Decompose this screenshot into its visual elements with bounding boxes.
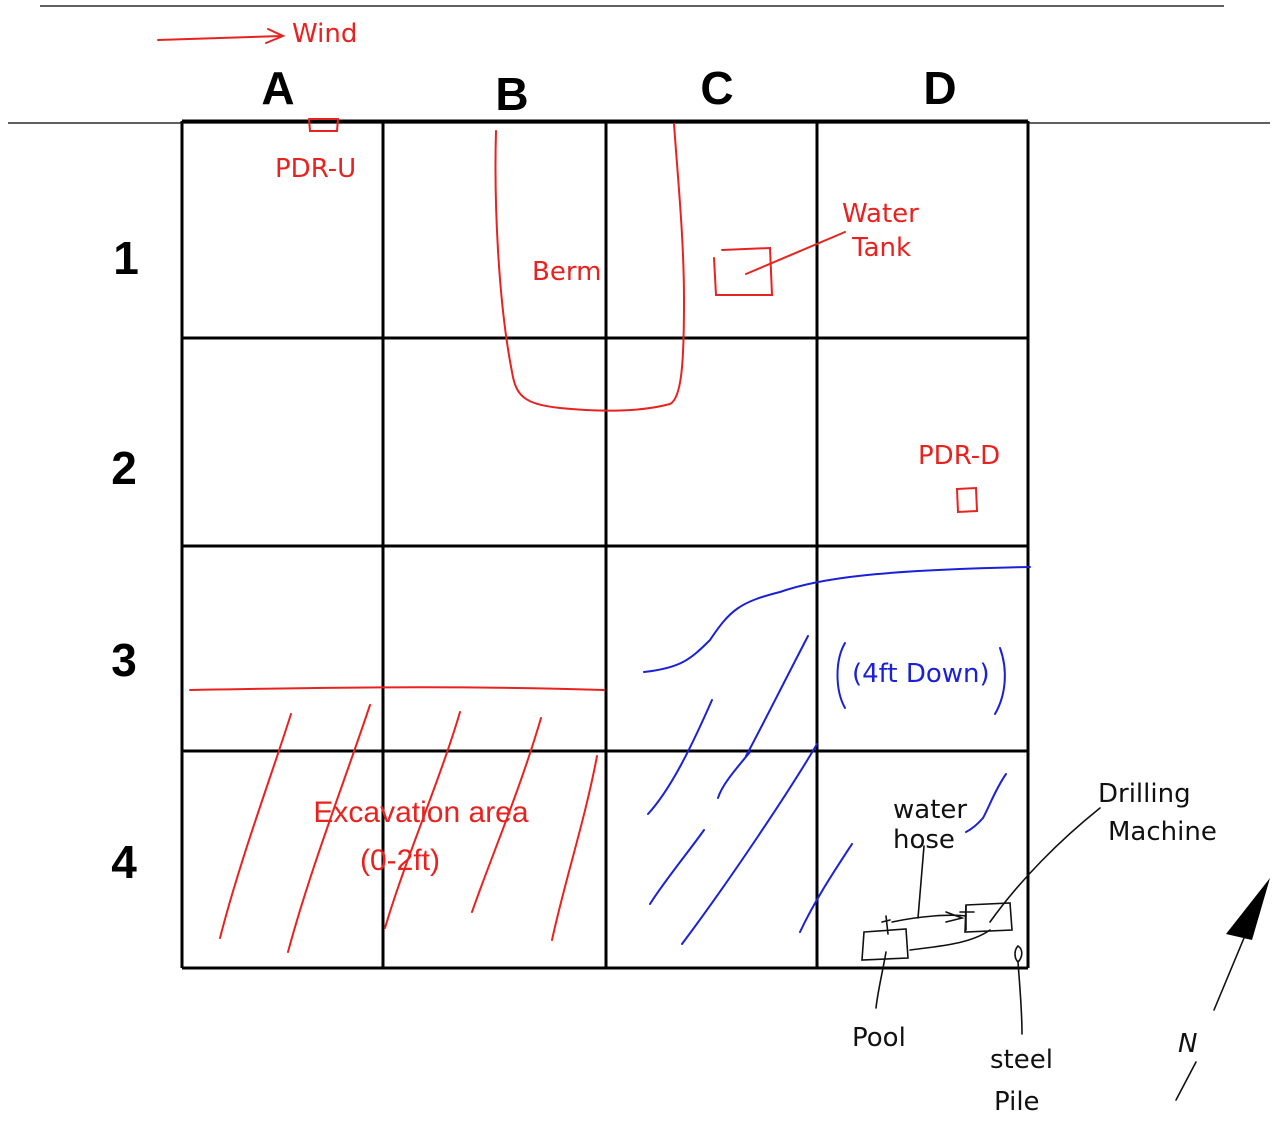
north-arrow-shaft — [1213, 937, 1245, 1011]
pdr-d-label: PDR-D — [918, 441, 1000, 471]
pdr-u-box-icon — [308, 118, 340, 132]
north-arrow: N — [1175, 878, 1270, 1101]
four-ft-down-paren-left — [836, 642, 846, 709]
drilling-machine-box-icon — [964, 902, 1013, 933]
excavation-boundary-line — [189, 686, 605, 691]
drilling-machine-label-line2: Machine — [1108, 817, 1217, 847]
wind-arrow-icon — [157, 35, 283, 41]
equipment-cluster: water hose Drilling Machine Pool steel P… — [852, 779, 1217, 1117]
column-label-b: B — [495, 68, 528, 120]
wind-arrowhead-icon — [265, 28, 286, 44]
pdr-d-box-icon — [955, 486, 979, 514]
water-hose-line-bottom — [909, 929, 991, 951]
four-ft-down-hatch-4 — [649, 829, 705, 905]
excavation-hatch-2 — [287, 704, 371, 953]
north-arrowhead-icon — [1226, 878, 1270, 940]
excavation-hatch-1 — [219, 713, 292, 939]
row-label-3: 3 — [111, 634, 137, 686]
steel-pile-icon — [1014, 945, 1023, 1035]
row-label-4: 4 — [111, 836, 137, 888]
pool-box-icon — [861, 928, 909, 961]
excavation-label-line1: Excavation area — [313, 796, 528, 829]
water-hose-arrow-icon — [945, 911, 965, 923]
four-ft-down-area: (4ft Down) — [643, 566, 1031, 945]
four-ft-down-hatch-1 — [647, 699, 713, 815]
four-ft-down-boundary-line — [643, 566, 1031, 673]
pdr-u-label: PDR-U — [275, 154, 356, 184]
pool-cross-icon — [881, 915, 891, 935]
steel-pile-label-line1: steel — [990, 1045, 1053, 1075]
four-ft-down-hatch-2 — [745, 635, 809, 757]
water-tank-label-line2: Tank — [851, 233, 911, 263]
pdr-d-marker: PDR-D — [918, 441, 1000, 514]
four-ft-down-paren-right — [994, 647, 1006, 715]
column-label-a: A — [261, 62, 294, 114]
four-ft-down-label: (4ft Down) — [852, 659, 990, 689]
north-arrow-tail — [1175, 1061, 1197, 1101]
four-ft-down-hatch-5 — [681, 743, 818, 945]
water-tank-label-line1: Water — [842, 199, 919, 229]
drilling-machine-label-line1: Drilling — [1098, 779, 1191, 809]
excavation-area: Excavation area (0-2ft) — [189, 686, 605, 953]
berm-outline — [494, 123, 686, 412]
site-grid — [180, 119, 1030, 970]
excavation-hatch-4 — [471, 717, 542, 913]
excavation-label-line2: (0-2ft) — [360, 844, 440, 877]
wind-label: Wind — [292, 19, 357, 49]
excavation-hatch-5 — [551, 755, 598, 941]
four-ft-down-hatch-7 — [965, 773, 1007, 833]
row-label-1: 1 — [113, 232, 139, 284]
water-tank-leader-line — [745, 231, 846, 275]
water-hose-label-line1: water — [893, 795, 967, 825]
four-ft-down-hatch-6 — [799, 843, 853, 933]
north-label: N — [1178, 1029, 1197, 1059]
steel-pile-label-line2: Pile — [994, 1087, 1040, 1117]
four-ft-down-hatch-3 — [717, 751, 751, 799]
water-hose-line-top — [891, 914, 967, 923]
pdr-u-marker: PDR-U — [275, 118, 356, 184]
wind-indicator: Wind — [157, 19, 357, 49]
water-hose-label-line2: hose — [893, 825, 955, 855]
berm-label: Berm — [532, 257, 601, 287]
row-label-2: 2 — [111, 442, 137, 494]
excavation-hatch-3 — [384, 711, 461, 929]
water-tank-box-icon — [713, 246, 774, 296]
drilling-machine-leader-line — [989, 807, 1101, 923]
column-label-c: C — [700, 62, 733, 114]
machine-cross-icon — [959, 905, 975, 931]
pool-label: Pool — [852, 1023, 906, 1053]
column-label-d: D — [923, 62, 956, 114]
water-hose-leader-line — [917, 845, 925, 919]
berm-area: Berm — [494, 123, 686, 412]
pool-leader-line — [875, 951, 887, 1009]
water-tank: Water Tank — [713, 199, 919, 296]
